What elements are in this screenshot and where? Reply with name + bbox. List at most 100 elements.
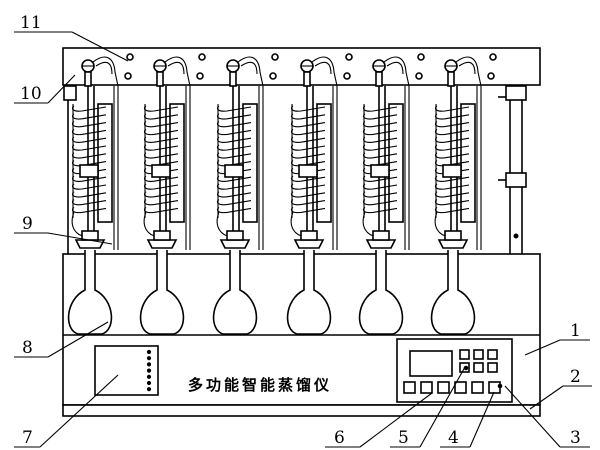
coil-condenser xyxy=(216,105,252,214)
function-key xyxy=(471,381,484,394)
kjeldahl-flask xyxy=(212,250,258,335)
plate-hole xyxy=(415,72,423,80)
tube-clamp xyxy=(79,164,99,178)
adapter-joint xyxy=(444,230,462,241)
distillation-unit xyxy=(290,56,338,250)
callout-3: 3 xyxy=(570,428,581,448)
plate-hole xyxy=(417,53,425,61)
flask-adapter xyxy=(293,239,325,249)
distillation-unit xyxy=(143,56,191,250)
flask-adapter xyxy=(146,239,178,249)
plate-hole xyxy=(271,53,279,61)
panel-key xyxy=(473,362,484,373)
plate-hole xyxy=(196,72,204,80)
water-hose xyxy=(92,56,119,87)
indicator-dot xyxy=(146,349,152,355)
indicator-dot xyxy=(146,368,152,373)
lcd-display xyxy=(409,350,453,377)
panel-key xyxy=(459,349,470,360)
panel-key xyxy=(487,362,498,373)
callout-5: 5 xyxy=(398,428,409,448)
indicator-dot xyxy=(146,387,152,392)
adapter-joint xyxy=(372,230,390,241)
tube-clamp xyxy=(224,164,244,178)
panel-key xyxy=(473,349,484,360)
adapter-joint xyxy=(81,230,99,241)
indicator-dot xyxy=(146,356,152,361)
callout-11: 11 xyxy=(20,13,42,33)
flask-adapter xyxy=(437,239,469,249)
callout-8: 8 xyxy=(22,338,33,358)
tube-clamp xyxy=(298,164,318,178)
flask-adapter xyxy=(219,239,251,249)
adapter-joint xyxy=(300,230,318,241)
callout-7: 7 xyxy=(22,428,33,448)
function-key xyxy=(437,381,450,394)
callout-2: 2 xyxy=(570,367,581,387)
callout-10: 10 xyxy=(20,84,42,104)
callout-4: 4 xyxy=(448,428,459,448)
distillation-unit xyxy=(71,56,119,250)
inlet-stem xyxy=(303,71,311,87)
plate-hole xyxy=(345,53,353,61)
inlet-stem xyxy=(229,71,237,87)
panel-key xyxy=(487,349,498,360)
water-hose xyxy=(383,56,410,87)
kjeldahl-flask xyxy=(139,250,185,335)
flask-adapter xyxy=(365,239,397,249)
callout-1: 1 xyxy=(570,321,581,341)
distillation-unit xyxy=(216,56,264,250)
distillation-unit xyxy=(434,56,482,250)
callout-leaders xyxy=(14,31,592,448)
distillation-unit xyxy=(362,56,410,250)
coil-condenser xyxy=(362,105,398,214)
adapter-joint xyxy=(226,230,244,241)
water-hose xyxy=(455,56,482,87)
indicator-dot xyxy=(146,374,152,379)
kjeldahl-flask xyxy=(358,250,404,335)
inlet-stem xyxy=(84,71,92,87)
plate-hole xyxy=(124,72,132,80)
water-hose xyxy=(311,56,338,87)
indicator-dot xyxy=(146,362,152,367)
top-plate-holes xyxy=(124,53,497,80)
flask-adapter xyxy=(74,239,106,249)
indicator-dot xyxy=(146,380,152,386)
plate-hole xyxy=(343,72,351,80)
plate-hole xyxy=(269,72,277,80)
coil-condenser xyxy=(290,105,326,214)
control-panel xyxy=(396,338,513,403)
callout-9: 9 xyxy=(22,214,33,234)
tube-clamp xyxy=(370,164,390,178)
coil-condenser xyxy=(143,105,179,214)
coil-condenser xyxy=(434,105,470,214)
function-key xyxy=(420,381,433,394)
callout-6: 6 xyxy=(334,428,345,448)
plate-hole xyxy=(487,72,495,80)
distillation-units xyxy=(71,56,482,250)
flasks xyxy=(67,250,476,335)
inlet-stem xyxy=(375,71,383,87)
inlet-stem xyxy=(447,71,455,87)
kjeldahl-flask xyxy=(430,250,476,335)
plate-hole xyxy=(198,53,206,61)
water-hose xyxy=(164,56,191,87)
function-key xyxy=(403,381,416,394)
device-title: 多功能智能蒸馏仪 xyxy=(188,376,332,394)
kjeldahl-flask xyxy=(286,250,332,335)
coil-condenser xyxy=(71,105,107,214)
water-hose xyxy=(237,56,264,87)
callout-labels: 11 10 9 8 7 6 5 4 3 2 1 xyxy=(20,13,581,448)
adapter-joint xyxy=(153,230,171,241)
tube-clamp xyxy=(442,164,462,178)
inlet-stem xyxy=(156,71,164,87)
plate-hole xyxy=(126,53,134,61)
tube-clamp xyxy=(151,164,171,178)
key-indicator xyxy=(497,383,503,389)
base-plate xyxy=(62,404,541,417)
function-key xyxy=(454,381,467,394)
plate-hole xyxy=(489,53,497,61)
support-frame xyxy=(63,85,527,254)
kjeldahl-flask xyxy=(67,250,113,335)
